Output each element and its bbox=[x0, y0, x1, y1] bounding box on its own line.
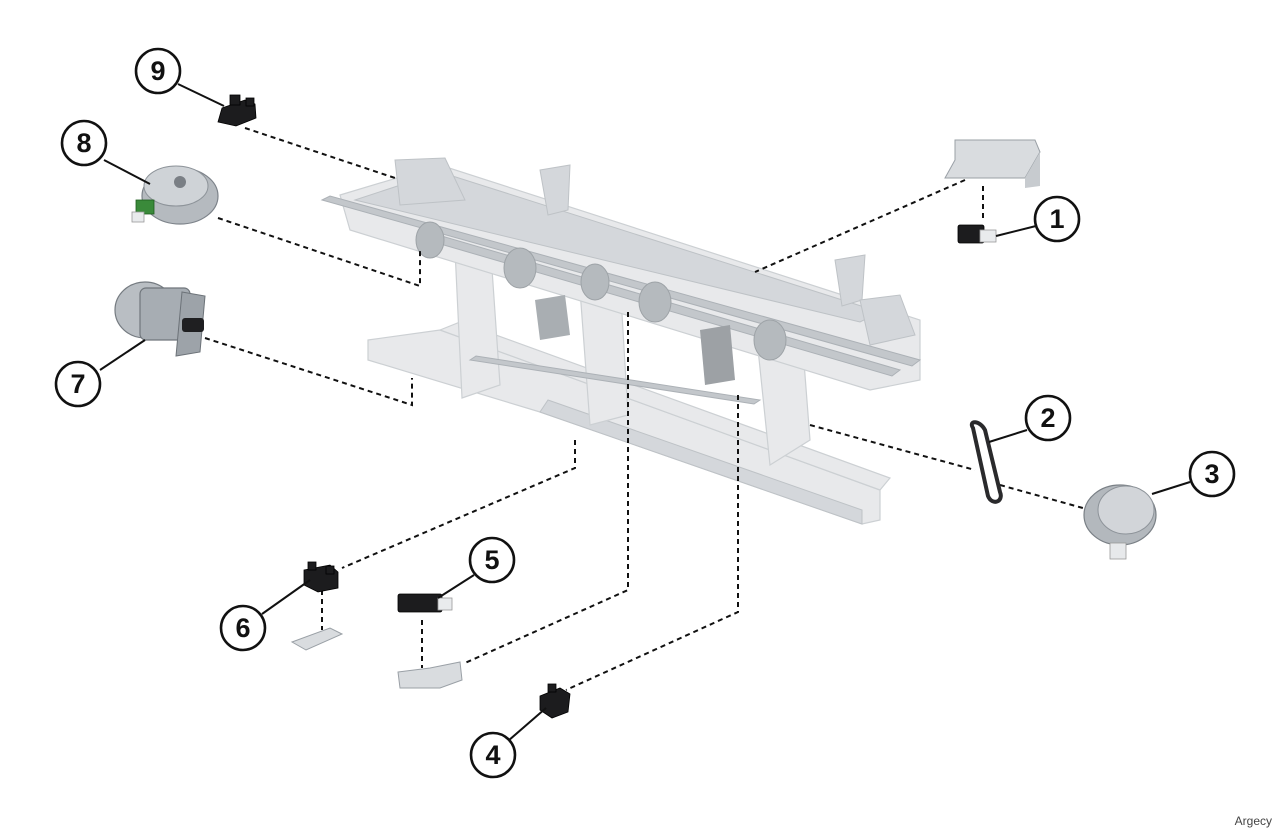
sensor-part-4 bbox=[539, 683, 571, 719]
callout-5: 5 bbox=[468, 536, 516, 584]
motor-part-7 bbox=[114, 281, 206, 357]
sensor-part-1 bbox=[957, 224, 997, 244]
watermark-text: Argecy bbox=[1234, 814, 1272, 828]
sensor-part-9 bbox=[217, 94, 257, 127]
pick-assembly-frame bbox=[320, 157, 922, 525]
callout-6-label: 6 bbox=[235, 613, 250, 643]
bracket-part-6 bbox=[290, 627, 344, 651]
callout-3: 3 bbox=[1188, 450, 1236, 498]
assembly-guide-lines bbox=[204, 127, 1091, 691]
callout-9-label: 9 bbox=[150, 56, 165, 86]
callout-3-label: 3 bbox=[1204, 459, 1219, 489]
callout-4: 4 bbox=[469, 731, 517, 779]
motor-part-8 bbox=[131, 165, 219, 225]
callout-1-label: 1 bbox=[1049, 204, 1064, 234]
callout-6: 6 bbox=[219, 604, 267, 652]
callout-5-label: 5 bbox=[484, 545, 499, 575]
leader-lines bbox=[99, 83, 1191, 742]
sensor-part-5 bbox=[397, 593, 453, 613]
belt-part-2 bbox=[969, 420, 1003, 504]
callout-7-label: 7 bbox=[70, 369, 85, 399]
callout-9: 9 bbox=[134, 47, 182, 95]
callout-1: 1 bbox=[1033, 195, 1081, 243]
callout-7: 7 bbox=[54, 360, 102, 408]
callout-8: 8 bbox=[60, 119, 108, 167]
callout-8-label: 8 bbox=[76, 128, 91, 158]
sensor-part-6 bbox=[303, 561, 339, 593]
callout-2-label: 2 bbox=[1040, 403, 1055, 433]
callout-4-label: 4 bbox=[485, 740, 500, 770]
callout-2: 2 bbox=[1024, 394, 1072, 442]
motor-part-3 bbox=[1083, 484, 1157, 560]
bracket-part-5 bbox=[397, 661, 463, 689]
bracket-part-1 bbox=[944, 139, 1041, 188]
